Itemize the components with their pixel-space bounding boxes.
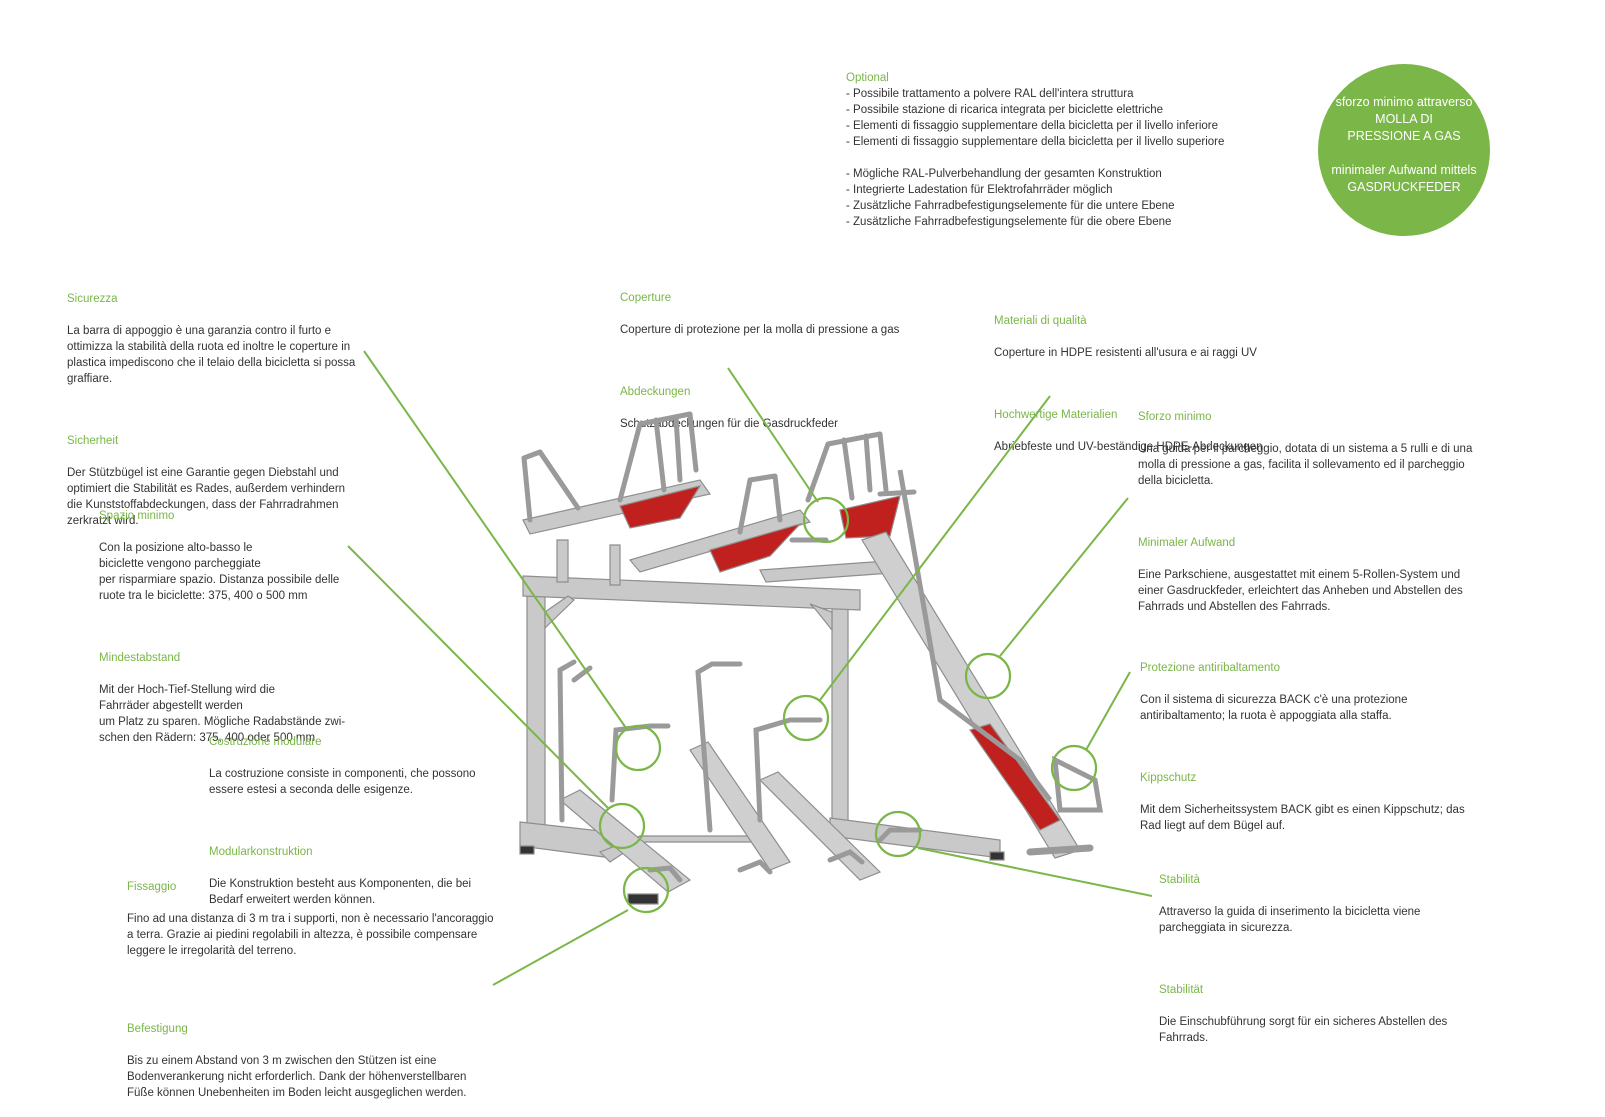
materiali-text: Coperture in HDPE resistenti all'usura e…: [994, 347, 1257, 359]
modulare-block: Costruzione modulare La costruzione cons…: [209, 718, 509, 924]
optional-de-item: - Integrierte Ladestation für Elektrofah…: [846, 184, 1113, 196]
sicherheit-text: Der Stützbügel ist eine Garantie gegen D…: [67, 467, 346, 527]
abdeckungen-heading: Abdeckungen: [620, 386, 691, 398]
fissaggio-text: Fino ad una distanza di 3 m tra i suppor…: [127, 913, 494, 957]
mindestabstand-text: Mit der Hoch-Tief-Stellung wird die Fahr…: [99, 684, 346, 744]
gas-spring-badge: sforzo minimo attraverso MOLLA DI PRESSI…: [1318, 64, 1490, 236]
stabilitat-heading: Stabilität: [1159, 984, 1204, 996]
modulare-heading: Costruzione modulare: [209, 736, 322, 748]
optional-it-item: - Elementi di fissaggio supplementare de…: [846, 120, 1219, 132]
ramp-rail: [861, 469, 1103, 859]
coperture-text: Coperture di protezione per la molla di …: [620, 324, 900, 336]
sicurezza-heading: Sicurezza: [67, 293, 118, 305]
coperture-heading: Coperture: [620, 292, 672, 304]
spazio-block: Spazio minimo Con la posizione alto-bass…: [99, 492, 369, 762]
stabilita-block: Stabilità Attraverso la guida di inserim…: [1159, 856, 1489, 1062]
callout-circles: [598, 496, 1098, 914]
sicurezza-block: Sicurezza La barra di appoggio è una gar…: [67, 275, 387, 545]
minimaler-aufwand-heading: Minimaler Aufwand: [1138, 537, 1236, 549]
badge-line: minimaler Aufwand mittels: [1331, 163, 1477, 177]
befestigung-heading: Befestigung: [127, 1023, 188, 1035]
sforzo-text: Una guida per il parcheggio, dotata di u…: [1138, 443, 1473, 487]
upper-tier: [522, 479, 907, 586]
optional-it-item: - Elementi di fissaggio supplementare de…: [846, 136, 1225, 148]
coperture-block: Coperture Coperture di protezione per la…: [620, 274, 930, 448]
badge-line: PRESSIONE A GAS: [1347, 129, 1461, 143]
materiali-heading: Materiali di qualità: [994, 315, 1087, 327]
stabilita-text: Attraverso la guida di inserimento la bi…: [1159, 906, 1421, 934]
optional-it-item: - Possibile stazione di ricarica integra…: [846, 104, 1164, 116]
badge-line: MOLLA DI: [1375, 112, 1433, 126]
stabilita-heading: Stabilità: [1159, 874, 1200, 886]
protezione-text: Con il sistema di sicurezza BACK c'è una…: [1140, 694, 1408, 722]
callout-lines: [347, 350, 1153, 986]
upper-wheel-cages: [521, 411, 917, 543]
modularkonstruktion-text: Die Konstruktion besteht aus Komponenten…: [209, 878, 472, 906]
bike-rack-illustration: [347, 350, 1153, 986]
sicherheit-heading: Sicherheit: [67, 435, 119, 447]
optional-it-item: - Possibile trattamento a polvere RAL de…: [846, 88, 1134, 100]
protezione-block: Protezione antiribaltamento Con il siste…: [1140, 644, 1490, 850]
modularkonstruktion-heading: Modularkonstruktion: [209, 846, 313, 858]
sicurezza-text: La barra di appoggio è una garanzia cont…: [67, 325, 356, 385]
badge-line: sforzo minimo attraverso: [1335, 95, 1473, 109]
kippschutz-heading: Kippschutz: [1140, 772, 1197, 784]
hochwertige-heading: Hochwertige Materialien: [994, 409, 1118, 421]
optional-de-item: - Zusätzliche Fahrradbefestigungselement…: [846, 200, 1175, 212]
optional-de-item: - Mögliche RAL-Pulverbehandlung der gesa…: [846, 168, 1162, 180]
protezione-heading: Protezione antiribaltamento: [1140, 662, 1280, 674]
optional-heading: Optional: [846, 72, 889, 84]
badge-line: GASDRUCKFEDER: [1347, 180, 1461, 194]
sforzo-heading: Sforzo minimo: [1138, 411, 1212, 423]
optional-de-item: - Zusätzliche Fahrradbefestigungselement…: [846, 216, 1172, 228]
stabilitat-text: Die Einschubführung sorgt für ein sicher…: [1159, 1016, 1448, 1044]
optional-block: Optional - Possibile trattamento a polve…: [846, 70, 1224, 230]
minimaler-aufwand-text: Eine Parkschiene, ausgestattet mit einem…: [1138, 569, 1463, 613]
spazio-heading: Spazio minimo: [99, 510, 175, 522]
mindestabstand-heading: Mindestabstand: [99, 652, 181, 664]
sforzo-block: Sforzo minimo Una guida per il parcheggi…: [1138, 393, 1498, 631]
fissaggio-heading: Fissaggio: [127, 881, 177, 893]
rack-frame: [519, 575, 1005, 905]
lower-wheel-stands: [557, 659, 923, 883]
modulare-text: La costruzione consiste in componenti, c…: [209, 768, 476, 796]
spazio-text: Con la posizione alto-basso le biciclett…: [99, 542, 340, 602]
kippschutz-text: Mit dem Sicherheitssystem BACK gibt es e…: [1140, 804, 1465, 832]
